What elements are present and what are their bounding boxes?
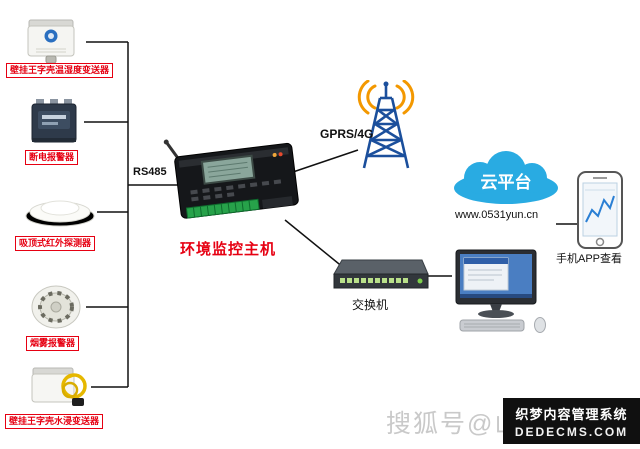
smartphone-icon — [577, 171, 623, 249]
dedecms-badge: 织梦内容管理系统 DEDECMS.COM — [503, 398, 640, 444]
sensor-label-infrared: 吸顶式红外探测器 — [15, 236, 96, 252]
sensor-label-power-alarm: 断电报警器 — [25, 150, 79, 166]
switch-label: 交换机 — [352, 298, 389, 312]
infrared-detector-icon — [25, 200, 95, 227]
host-label: 环境监控主机 — [180, 241, 277, 258]
sensor-label-water-leak: 壁挂王字壳水浸变送器 — [5, 414, 104, 430]
cloud-url: www.0531yun.cn — [455, 209, 539, 221]
cloud-platform-icon: 云平台 — [454, 151, 558, 204]
bus-label-rs485: RS485 — [133, 166, 167, 178]
temp-humidity-sensor-icon — [27, 19, 75, 64]
sensor-label-temp-humidity: 壁挂王字壳温湿度变送器 — [6, 63, 114, 79]
dedecms-badge-line2: DEDECMS.COM — [514, 424, 629, 439]
water-leak-sensor-icon — [31, 367, 87, 406]
sensor-label-smoke: 烟雾报警器 — [26, 336, 80, 352]
network-switch-icon — [333, 259, 429, 289]
power-failure-alarm-icon — [31, 99, 77, 143]
desktop-computer-icon — [455, 249, 546, 333]
monitoring-host-icon — [163, 139, 299, 219]
cloud-label: 云平台 — [481, 172, 532, 192]
gprs-tower-icon — [357, 80, 415, 169]
phone-app-label: 手机APP查看 — [556, 253, 623, 265]
dedecms-badge-line1: 织梦内容管理系统 — [515, 406, 628, 422]
gprs-label: GPRS/4G — [320, 127, 374, 141]
smoke-alarm-icon — [31, 285, 81, 329]
